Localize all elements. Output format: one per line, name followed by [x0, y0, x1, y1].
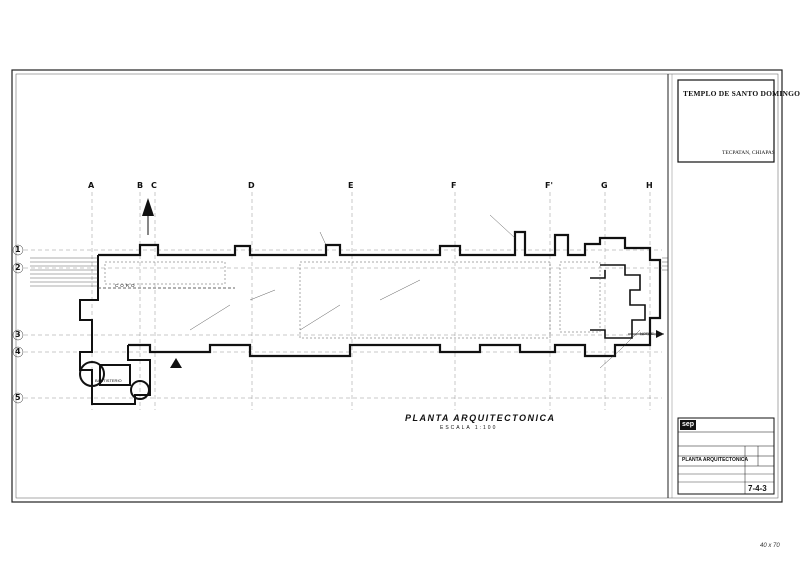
sep-logo-icon [680, 420, 696, 430]
sheet-number: 7-4-3 [748, 484, 767, 493]
drawing-scale: ESCALA 1:100 [440, 425, 498, 431]
leader-lines [189, 214, 641, 369]
stair-hatching [30, 257, 98, 287]
baptistery-walls [79, 255, 151, 405]
grid-lines [24, 192, 662, 410]
project-title-box [677, 79, 775, 163]
nave-walls [98, 230, 662, 358]
sheet-title: PLANTA ARQUITECTONICA [682, 457, 749, 463]
grid-col-d: D [248, 181, 255, 190]
section-marker-icon [142, 198, 154, 216]
grid-col-e: E [348, 181, 354, 190]
grid-col-c: C [151, 181, 157, 190]
grid-col-h: H [646, 181, 653, 190]
project-title: TEMPLO DE SANTO DOMINGO [683, 89, 800, 98]
sep-logo-text: sep [682, 421, 695, 428]
grid-col-g: G [601, 181, 608, 190]
grid-row-5: 5 [15, 393, 21, 402]
grid-row-2: 2 [15, 263, 21, 272]
grid-row-4: 4 [15, 347, 21, 356]
grid-row-3: 3 [15, 330, 21, 339]
north-label: NORTE [640, 331, 654, 336]
project-location: TECPATAN, CHIAPAS [722, 150, 775, 156]
outer-border [11, 69, 783, 503]
apse-walls [590, 264, 646, 339]
drawing-title: PLANTA ARQUITECTONICA [405, 413, 556, 423]
baptistery-label: BAUTISTERIO [95, 378, 122, 383]
grid-row-1: 1 [15, 245, 21, 254]
grid-col-f-prime: F' [545, 181, 553, 190]
grid-col-f: F [451, 181, 457, 190]
north-arrow-icon [628, 330, 664, 338]
grid-col-a: A [88, 181, 95, 190]
grid-col-b: B [137, 181, 144, 190]
corner-annotation: 40 x 70 [760, 543, 780, 549]
coro-label: CORO [115, 283, 137, 288]
